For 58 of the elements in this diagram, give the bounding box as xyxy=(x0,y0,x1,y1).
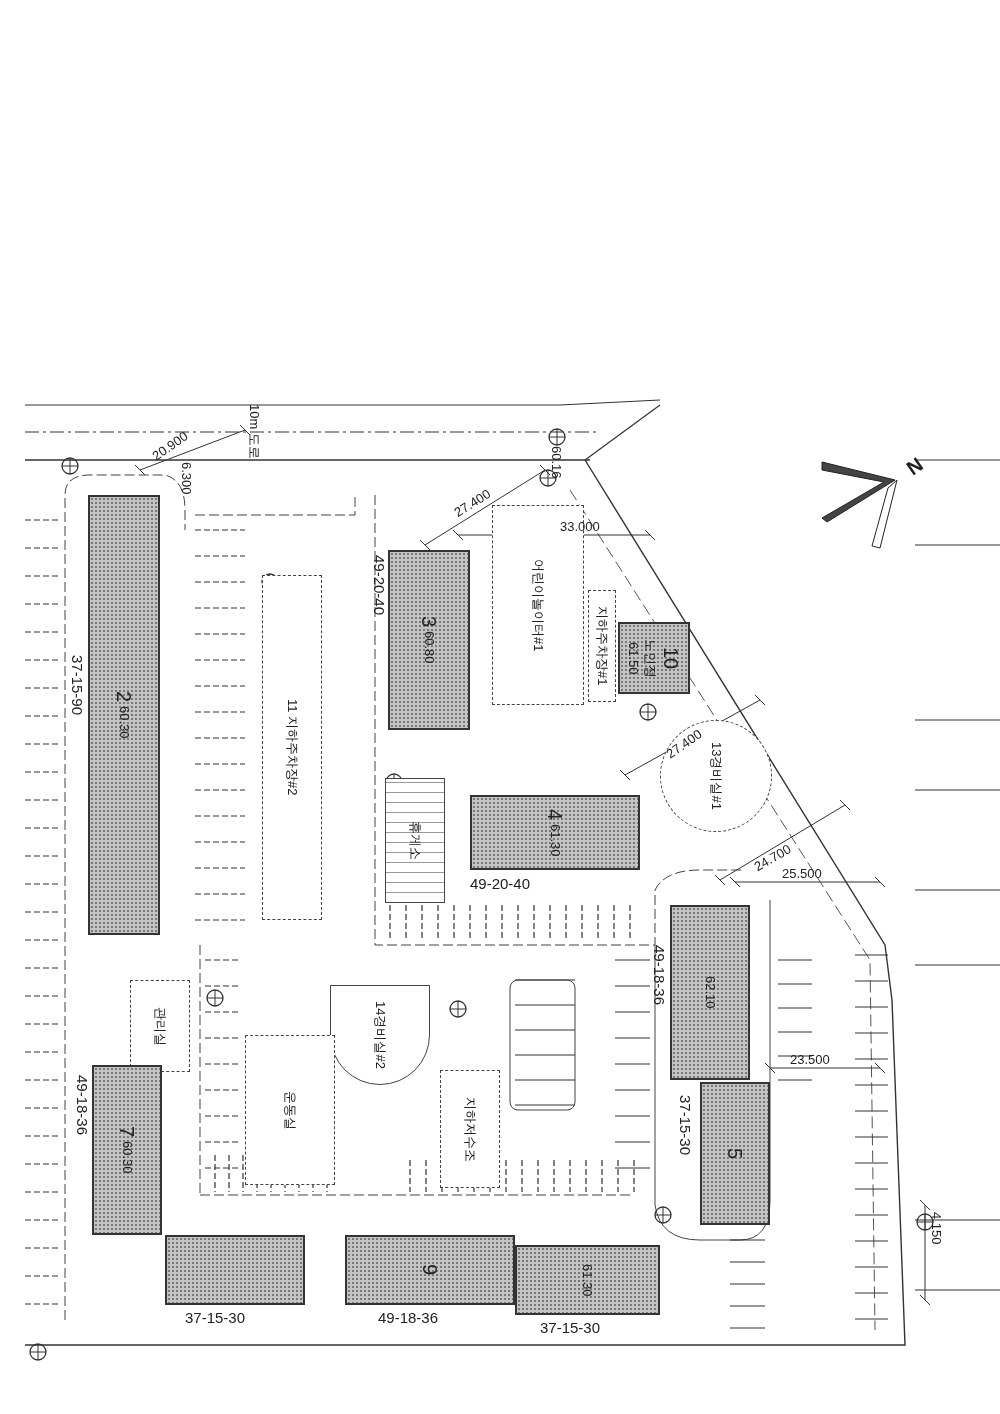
apartment-building xyxy=(165,1235,305,1305)
area-label: 지하주차장#1 xyxy=(595,606,609,686)
building-code: 37-15-90 xyxy=(70,655,85,716)
area-label: 휴게소 xyxy=(408,821,422,860)
apartment-building xyxy=(700,1082,770,1225)
area-label: 노인정 xyxy=(644,638,657,678)
dimension-label: 4.150 xyxy=(930,1212,943,1245)
apartment-building xyxy=(92,1065,162,1235)
dimension-label: 33.000 xyxy=(560,520,600,533)
building-number: 10 xyxy=(661,646,681,670)
building-number: 3 xyxy=(419,616,439,628)
building-number: 7 xyxy=(117,1126,137,1138)
exercise-room xyxy=(245,1035,335,1185)
apartment-building xyxy=(470,795,640,870)
dimension-label: 6.300 xyxy=(180,462,193,495)
building-block xyxy=(618,622,690,694)
building-code: 49-18-36 xyxy=(378,1310,439,1325)
elevation-label: 60.16 xyxy=(550,446,563,479)
area-label: 14경비실#2 xyxy=(373,1001,387,1069)
area-label: 관리실 xyxy=(153,1006,167,1046)
water-tank-area xyxy=(440,1070,500,1188)
office-room xyxy=(130,980,190,1072)
area-label: 60.30 xyxy=(120,1141,134,1174)
apartment-building xyxy=(88,495,160,935)
road-label: 10m 도로 xyxy=(248,404,261,459)
apartment-building xyxy=(515,1245,660,1315)
area-label: 62.10 xyxy=(703,976,717,1009)
building-number: 5 xyxy=(725,1147,745,1160)
building-code: 49-20-40 xyxy=(372,555,387,616)
area-label: 61.50 xyxy=(627,641,640,675)
area-label: 어린이놀이터#1 xyxy=(531,558,545,652)
parking-area xyxy=(588,590,616,702)
apartment-building xyxy=(388,550,470,730)
area-label: 60.80 xyxy=(422,631,436,664)
area-label: 60.30 xyxy=(117,706,131,739)
area-label: 13경비실#1 xyxy=(709,742,723,810)
area-label: 61.30 xyxy=(548,823,562,857)
rest-area xyxy=(385,778,445,903)
apartment-building xyxy=(345,1235,515,1305)
building-number: 9 xyxy=(420,1264,440,1276)
building-number: 4 xyxy=(545,808,565,820)
building-code: 37-15-30 xyxy=(185,1310,246,1325)
parking-area xyxy=(262,575,322,920)
building-code: 49-18-36 xyxy=(652,945,667,1006)
building-code: 49-18-36 xyxy=(75,1075,90,1136)
building-code: 49-20-40 xyxy=(470,876,531,891)
dimension-label: 23.500 xyxy=(790,1053,830,1066)
dimension-label: 25.500 xyxy=(782,867,822,880)
area-label: 운동실 xyxy=(283,1090,297,1130)
building-code: 37-15-30 xyxy=(540,1320,601,1335)
guardhouse-area xyxy=(330,985,430,1085)
north-label: N xyxy=(903,453,927,479)
apartment-building xyxy=(670,905,750,1080)
area-label: 61.30 xyxy=(581,1263,594,1297)
area-label: 11 지하주차장#2 xyxy=(285,699,299,796)
building-code: 37-15-30 xyxy=(678,1095,693,1156)
area-label: 지하저수조 xyxy=(463,1096,477,1162)
building-number: 2 xyxy=(114,691,134,703)
